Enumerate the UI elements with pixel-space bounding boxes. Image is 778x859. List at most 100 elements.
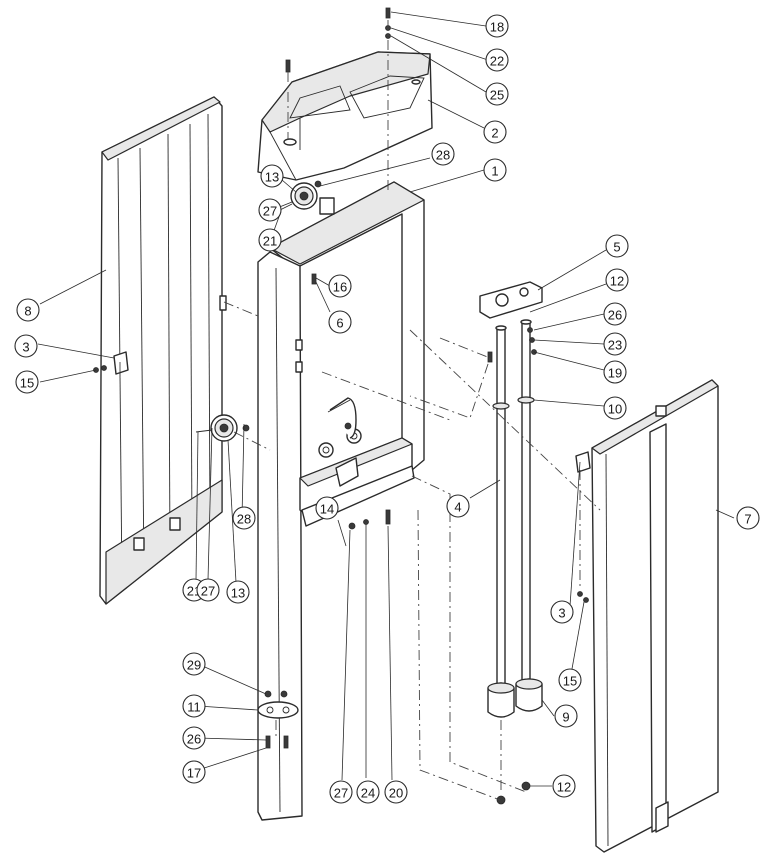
callout-label: 15 xyxy=(20,376,34,391)
callout-label: 16 xyxy=(333,280,347,295)
callout-circle xyxy=(328,274,352,298)
callout-c14: 14 xyxy=(315,496,339,520)
callout-circle xyxy=(605,234,629,258)
callout-label: 7 xyxy=(744,512,751,527)
rod-pin xyxy=(327,397,357,439)
callout-c15a: 15 xyxy=(15,370,39,394)
left-side-panel xyxy=(99,96,227,605)
callout-label: 26 xyxy=(608,308,622,323)
callout-label: 28 xyxy=(237,512,251,527)
callout-c20: 20 xyxy=(384,780,408,804)
callout-c27a: 27 xyxy=(258,198,282,222)
callout-label: 24 xyxy=(361,786,375,801)
callout-label: 4 xyxy=(454,500,461,515)
callout-c4: 4 xyxy=(446,494,470,518)
right-side-panel xyxy=(591,379,719,853)
callout-circle xyxy=(558,668,582,692)
callout-c1: 1 xyxy=(483,158,507,182)
callout-label: 14 xyxy=(320,502,334,517)
callout-label: 5 xyxy=(613,240,620,255)
callout-c13b: 13 xyxy=(226,580,250,604)
assembly-center-lines xyxy=(119,20,601,801)
callout-c9: 9 xyxy=(554,704,578,728)
callout-label: 11 xyxy=(187,700,201,715)
callout-label: 20 xyxy=(389,786,403,801)
callout-circle xyxy=(485,48,509,72)
callout-c27b: 27 xyxy=(196,578,220,602)
callout-c19: 19 xyxy=(603,360,627,384)
callout-circle xyxy=(356,780,380,804)
callout-c15b: 15 xyxy=(558,668,582,692)
callout-c3b: 3 xyxy=(550,600,574,624)
callout-c28a: 28 xyxy=(431,142,455,166)
callout-label: 3 xyxy=(558,606,565,621)
callout-circle xyxy=(196,578,220,602)
top-console xyxy=(257,51,433,181)
pulley-upper xyxy=(271,180,322,215)
callout-circle xyxy=(485,82,509,106)
callout-c6: 6 xyxy=(328,310,352,334)
callout-label: 27 xyxy=(201,584,215,599)
callout-circle xyxy=(603,302,627,326)
callout-circle xyxy=(384,780,408,804)
callout-c10: 10 xyxy=(603,396,627,420)
pulley-lower xyxy=(195,414,250,442)
callout-c13a: 13 xyxy=(260,164,284,188)
callout-c28b: 28 xyxy=(232,506,256,530)
callout-label: 26 xyxy=(187,732,201,747)
callout-label: 15 xyxy=(563,674,577,689)
callout-circle xyxy=(260,164,284,188)
callout-circle xyxy=(226,580,250,604)
callout-circle xyxy=(554,704,578,728)
callout-label: 18 xyxy=(490,20,504,35)
callout-circle xyxy=(232,506,256,530)
callout-label: 27 xyxy=(334,786,348,801)
callout-c25: 25 xyxy=(485,82,509,106)
callout-circle xyxy=(15,370,39,394)
guide-rods xyxy=(492,319,535,697)
callout-c26b: 26 xyxy=(182,726,206,750)
callout-circle xyxy=(483,120,507,144)
callout-c7: 7 xyxy=(736,506,760,530)
callout-label: 10 xyxy=(608,402,622,417)
callout-c12b: 12 xyxy=(552,774,576,798)
callout-c12a: 12 xyxy=(605,268,629,292)
callout-label: 13 xyxy=(265,170,279,185)
callout-c11: 11 xyxy=(182,694,206,718)
callout-c21a: 21 xyxy=(258,228,282,252)
callout-label: 3 xyxy=(22,340,29,355)
callout-circle xyxy=(258,198,282,222)
callout-label: 25 xyxy=(490,88,504,103)
callout-label: 12 xyxy=(610,274,624,289)
callout-c29: 29 xyxy=(182,652,206,676)
callout-c24: 24 xyxy=(356,780,380,804)
callout-circle xyxy=(605,268,629,292)
callout-circle xyxy=(258,228,282,252)
callout-circle xyxy=(182,652,206,676)
callout-label: 12 xyxy=(557,780,571,795)
callout-label: 6 xyxy=(336,316,343,331)
callout-label: 28 xyxy=(436,148,450,163)
callout-circle xyxy=(552,774,576,798)
callout-label: 27 xyxy=(263,204,277,219)
callout-circle xyxy=(431,142,455,166)
rubber-bumpers xyxy=(487,678,543,805)
main-frame xyxy=(257,181,425,821)
callout-circle xyxy=(16,298,40,322)
callout-circle xyxy=(182,694,206,718)
callout-c18: 18 xyxy=(485,14,509,38)
callout-circle xyxy=(550,600,574,624)
callout-label: 13 xyxy=(231,586,245,601)
callout-c3a: 3 xyxy=(14,334,38,358)
callout-label: 2 xyxy=(491,126,498,141)
callout-c17: 17 xyxy=(182,760,206,784)
callout-c8: 8 xyxy=(16,298,40,322)
callout-circle xyxy=(446,494,470,518)
callout-c26a: 26 xyxy=(603,302,627,326)
callout-circle xyxy=(603,360,627,384)
callout-circle xyxy=(328,310,352,334)
callout-circle xyxy=(603,396,627,420)
callout-label: 21 xyxy=(263,234,277,249)
